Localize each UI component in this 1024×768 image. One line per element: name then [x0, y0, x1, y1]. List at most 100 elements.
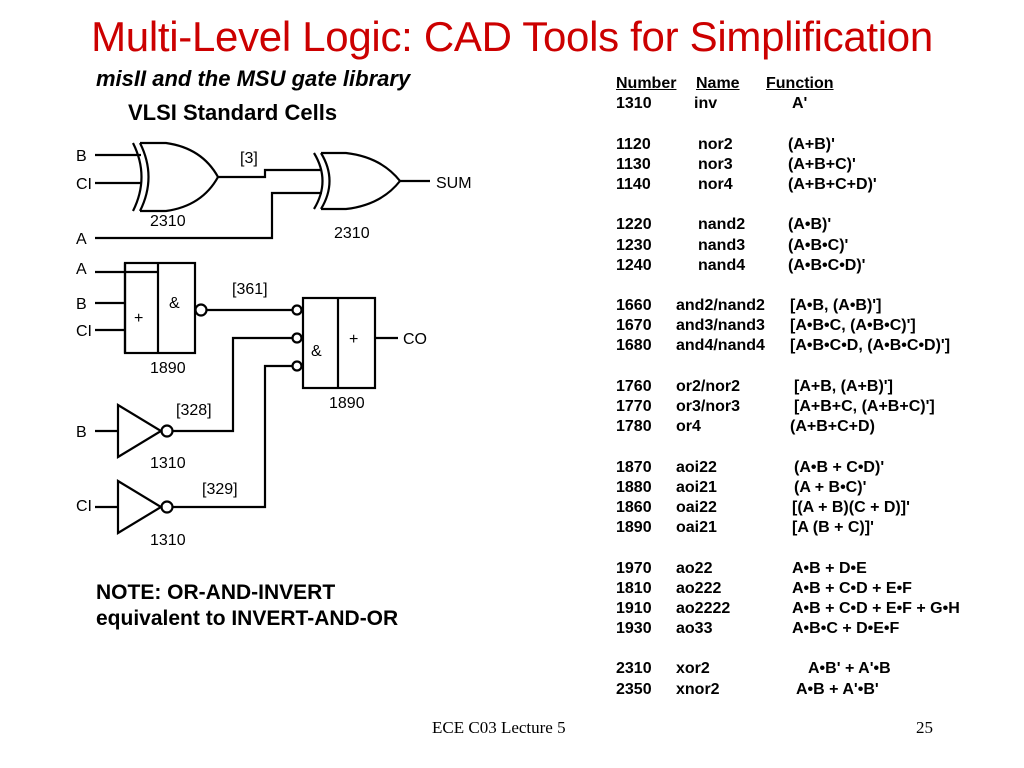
cell-name: nor4: [698, 175, 733, 193]
slide-title: Multi-Level Logic: CAD Tools for Simplif…: [91, 13, 933, 60]
cell-name: oai21: [676, 519, 717, 537]
cell-function: [A+B, (A+B)']: [794, 377, 893, 395]
cell-function: A•B + C•D + E•F: [792, 579, 912, 597]
cell-number: 1240: [616, 256, 652, 274]
label-oai2-or: +: [349, 331, 358, 348]
inverter-1: [116, 403, 164, 459]
cell-number: 1670: [616, 317, 652, 335]
cell-number: 1120: [616, 135, 651, 153]
cell-number: 1780: [616, 418, 652, 436]
cell-name: ao222: [676, 579, 722, 597]
cell-function: (A•B)': [788, 216, 832, 234]
cell-number: 1760: [616, 377, 652, 395]
label-oai1-number: 1890: [150, 360, 186, 377]
label-inv1-number: 1310: [150, 455, 186, 472]
cell-number: 1130: [616, 155, 651, 173]
logic-circuit-diagram: B CI A [3] SUM 2310 2310 A B CI & + 1890…: [76, 141, 472, 549]
cell-function: [A+B+C, (A+B+C)']: [794, 398, 935, 415]
label-b-mid: B: [76, 296, 87, 313]
oai2-input-bubble-3: [291, 360, 303, 372]
cell-name: oai22: [676, 498, 717, 516]
label-ci-low: CI: [76, 498, 92, 515]
label-wire-329: [329]: [202, 481, 238, 498]
cell-name: ao2222: [676, 599, 731, 617]
cell-number: 1890: [616, 519, 652, 537]
note-text: NOTE: OR-AND-INVERT equivalent to INVERT…: [96, 580, 398, 632]
cell-number: 1230: [616, 236, 652, 254]
cell-name: ao33: [676, 620, 713, 638]
cell-function: [A•B, (A•B)']: [790, 297, 882, 315]
cell-function: [A (B + C)]': [792, 519, 874, 537]
label-b-top: B: [76, 148, 87, 165]
label-oai2-number: 1890: [329, 395, 365, 412]
cell-function: (A+B+C)': [788, 155, 856, 173]
label-xor2-number: 2310: [334, 225, 370, 242]
label-oai1-and: &: [169, 295, 180, 312]
label-oai2-and: &: [311, 343, 322, 360]
label-co: CO: [403, 331, 427, 348]
cell-function: (A•B•C•D)': [788, 256, 866, 274]
label-wire-361: [361]: [232, 281, 268, 298]
header-number: Number: [616, 75, 677, 92]
cell-function: (A•B + C•D)': [794, 458, 885, 476]
cell-name: or4: [676, 418, 701, 436]
cell-number: 1910: [616, 599, 652, 617]
cell-function: (A + B•C)': [794, 478, 867, 496]
cell-function: A•B + D•E: [792, 559, 867, 577]
cell-name: and2/nand2: [676, 297, 765, 315]
cell-number: 1810: [616, 579, 652, 597]
label-oai1-or: +: [134, 310, 143, 327]
label-xor1-number: 2310: [150, 213, 186, 230]
cell-function: A•B + A'•B': [796, 680, 879, 698]
cell-number: 1680: [616, 337, 652, 355]
cell-name: nand4: [698, 256, 746, 274]
note-line-2: equivalent to INVERT-AND-OR: [96, 607, 399, 630]
cell-number: 1140: [616, 175, 651, 193]
cell-function: (A+B+C+D): [790, 418, 875, 436]
oai1-output-bubble: [194, 303, 208, 317]
cell-number: 1220: [616, 216, 652, 234]
label-sum: SUM: [436, 175, 472, 192]
wire-3: [218, 168, 322, 179]
cell-name: or3/nor3: [676, 398, 741, 415]
cell-function: [A•B•C•D, (A•B•C•D)']: [790, 337, 951, 355]
label-a-mid: A: [76, 261, 87, 278]
label-inv2-number: 1310: [150, 532, 186, 549]
cell-function: [A•B•C, (A•B•C)']: [790, 317, 916, 335]
cell-name: and4/nand4: [676, 337, 765, 355]
label-wire-328: [328]: [176, 402, 212, 419]
cell-function: (A+B+C+D)': [788, 175, 877, 193]
cell-function: (A+B)': [788, 135, 835, 153]
cell-name: aoi21: [676, 478, 717, 496]
wire-329: [173, 364, 292, 509]
inverter-2: [116, 479, 164, 535]
wire-a-top: [95, 191, 322, 240]
oai2-input-bubble-2: [291, 332, 303, 344]
cell-name: nand3: [698, 236, 746, 254]
wire-328: [173, 336, 292, 433]
cell-number: 1770: [616, 398, 652, 415]
cell-number: 1870: [616, 458, 652, 476]
cell-name: xor2: [676, 660, 710, 678]
cell-function: (A•B•C)': [788, 236, 849, 254]
cell-function: A•B + C•D + E•F + G•H: [792, 599, 960, 617]
label-ci-top: CI: [76, 176, 92, 193]
oai-gate-1: [123, 261, 197, 355]
cell-number: 1970: [616, 559, 652, 577]
cell-number: 2310: [616, 660, 652, 678]
cell-number: 1310: [616, 95, 652, 113]
cell-name: nand2: [698, 216, 746, 234]
header-name: Name: [696, 75, 740, 92]
label-ci-mid: CI: [76, 323, 92, 340]
label-b-low: B: [76, 424, 87, 441]
cell-name: nor3: [698, 155, 733, 173]
slide-subtitle: misII and the MSU gate library: [96, 66, 411, 91]
xor-gate-1: [132, 141, 220, 213]
cell-name: or2/nor2: [676, 377, 741, 395]
cell-name: nor2: [698, 135, 733, 153]
cell-number: 1930: [616, 620, 652, 638]
cell-name: xnor2: [676, 680, 720, 698]
cell-number: 1660: [616, 297, 652, 315]
cell-name: aoi22: [676, 458, 717, 476]
cell-function: [(A + B)(C + D)]': [792, 498, 910, 516]
